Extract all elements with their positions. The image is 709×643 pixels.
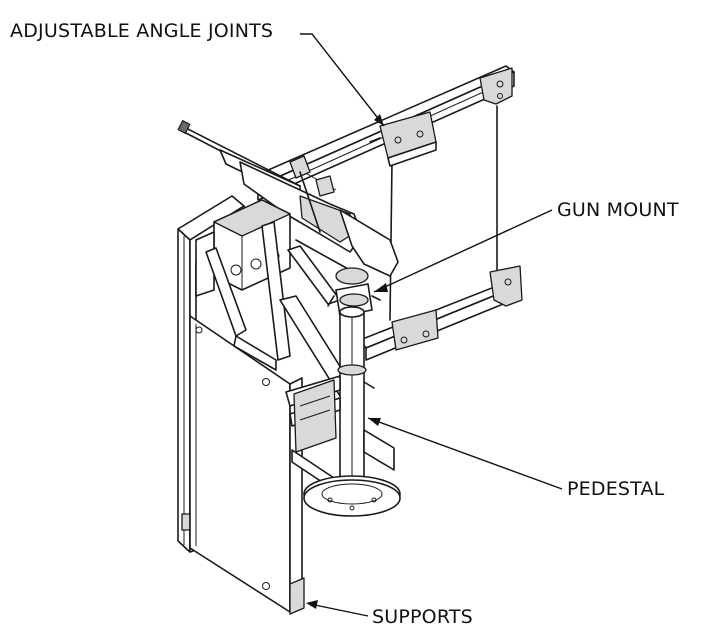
pedestal-column (337, 306, 375, 483)
pedestal-label: PEDESTAL (567, 478, 665, 500)
pedestal-base (303, 475, 401, 517)
leader-supports (306, 600, 369, 617)
front-support-plate (189, 315, 305, 615)
adjustable-angle-joints-label: ADJUSTABLE ANGLE JOINTS (10, 20, 274, 42)
leader-gun-mount (373, 209, 553, 293)
leader-joints (300, 33, 385, 127)
supports-label: SUPPORTS (372, 606, 473, 628)
lower-beam (359, 265, 523, 361)
leader-pedestal (367, 417, 563, 490)
gun-mount-label: GUN MOUNT (557, 199, 679, 221)
adjustable-joint-upper (369, 111, 437, 167)
rifle (177, 119, 399, 277)
